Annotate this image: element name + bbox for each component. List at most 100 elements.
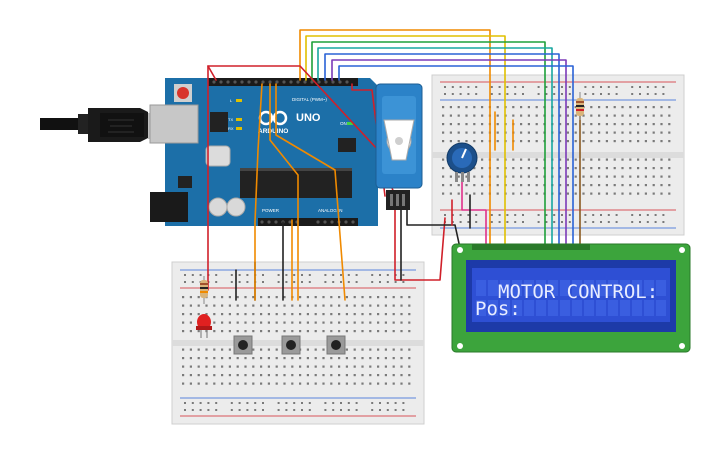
breadboard-hole xyxy=(330,296,333,299)
breadboard-hole xyxy=(660,140,663,143)
breadboard-hole xyxy=(559,184,562,187)
breadboard-hole xyxy=(605,123,608,126)
breadboard-hole xyxy=(275,313,278,316)
breadboard-hole xyxy=(473,167,476,170)
breadboard-hole xyxy=(322,374,325,377)
lcd-cell xyxy=(512,300,522,316)
breadboard-hole xyxy=(306,321,309,324)
lcd-cell xyxy=(560,300,570,316)
breadboard-rail-hole xyxy=(545,214,548,216)
push-button-2[interactable] xyxy=(281,335,301,355)
breadboard-rail-hole xyxy=(553,93,556,95)
breadboard-rail-hole xyxy=(215,402,218,404)
breadboard-hole xyxy=(613,192,616,195)
breadboard-hole xyxy=(322,296,325,299)
breadboard-hole xyxy=(377,330,380,333)
breadboard-rail-hole xyxy=(498,214,501,216)
lcd-cell xyxy=(620,280,630,296)
breadboard-hole xyxy=(527,140,530,143)
breadboard-rail-hole xyxy=(191,402,194,404)
breadboard-rail-hole xyxy=(230,402,233,404)
breadboard-hole xyxy=(481,140,484,143)
breadboard-hole xyxy=(574,167,577,170)
breadboard-top-right xyxy=(431,74,685,236)
breadboard-hole xyxy=(353,330,356,333)
breadboard-hole xyxy=(465,192,468,195)
breadboard-rail-hole xyxy=(600,221,602,223)
breadboard-rail-hole xyxy=(475,221,478,223)
breadboard-hole xyxy=(197,296,200,299)
breadboard-hole xyxy=(252,365,255,368)
breadboard-hole xyxy=(590,167,593,170)
breadboard-hole xyxy=(267,374,270,377)
breadboard-hole xyxy=(559,175,562,178)
breadboard-hole xyxy=(283,313,286,316)
breadboard-hole xyxy=(598,140,601,143)
breadboard-hole xyxy=(392,357,395,360)
reset-button[interactable] xyxy=(177,87,189,99)
lcd-cell xyxy=(500,280,510,296)
breadboard-rail-hole xyxy=(254,402,257,404)
breadboard-rail-hole xyxy=(355,402,358,404)
breadboard-hole xyxy=(213,357,216,360)
breadboard-rail-hole xyxy=(386,409,389,411)
breadboard-hole xyxy=(228,321,231,324)
breadboard-hole xyxy=(369,321,372,324)
breadboard-hole xyxy=(392,348,395,351)
potentiometer[interactable] xyxy=(446,142,478,182)
breadboard-hole xyxy=(322,382,325,385)
breadboard-hole xyxy=(189,348,192,351)
breadboard-hole xyxy=(400,348,403,351)
breadboard-hole xyxy=(197,348,200,351)
breadboard-rail-hole xyxy=(514,221,517,223)
breadboard-hole xyxy=(377,374,380,377)
breadboard-hole xyxy=(353,296,356,299)
breadboard-hole xyxy=(361,348,364,351)
breadboard-hole xyxy=(590,192,593,195)
breadboard-hole xyxy=(496,106,499,109)
lcd-cell xyxy=(596,280,606,296)
breadboard-rail-hole xyxy=(340,409,342,411)
breadboard-rail-hole xyxy=(592,214,595,216)
breadboard-hole xyxy=(361,330,364,333)
breadboard-hole xyxy=(244,330,247,333)
breadboard-hole xyxy=(330,365,333,368)
breadboard-rail-hole xyxy=(631,214,634,216)
breadboard-hole xyxy=(644,175,647,178)
breadboard-hole xyxy=(252,296,255,299)
push-button-1[interactable] xyxy=(233,335,253,355)
lcd-cell xyxy=(620,300,630,316)
breadboard-rail-hole xyxy=(646,214,649,216)
breadboard-rail-hole xyxy=(607,214,610,216)
breadboard-rail-hole xyxy=(568,93,571,95)
resistor-led xyxy=(200,276,208,304)
breadboard-hole xyxy=(291,313,294,316)
breadboard-rail-hole xyxy=(459,221,462,223)
breadboard-hole xyxy=(481,131,484,134)
breadboard-hole xyxy=(213,374,216,377)
breadboard-hole xyxy=(408,304,411,307)
breadboard-rail-hole xyxy=(238,281,241,283)
breadboard-hole xyxy=(283,374,286,377)
wire-orange-button3 xyxy=(275,83,346,301)
breadboard-hole xyxy=(535,158,538,161)
push-button-3[interactable] xyxy=(326,335,346,355)
breadboard-hole xyxy=(244,374,247,377)
breadboard-hole xyxy=(629,158,632,161)
breadboard-hole xyxy=(621,167,624,170)
l-label: L xyxy=(230,98,233,103)
breadboard-hole xyxy=(221,313,224,316)
breadboard-hole xyxy=(291,374,294,377)
power-analog-header xyxy=(258,218,358,226)
breadboard-hole xyxy=(299,330,302,333)
breadboard-hole xyxy=(275,382,278,385)
breadboard-rail-hole xyxy=(379,402,381,404)
breadboard-rail-hole xyxy=(199,402,202,404)
breadboard-hole xyxy=(267,365,270,368)
breadboard-rail-hole xyxy=(568,214,571,216)
breadboard-hole xyxy=(314,365,317,368)
breadboard-hole xyxy=(322,348,325,351)
breadboard-hole xyxy=(408,321,411,324)
lcd-cell xyxy=(524,280,534,296)
